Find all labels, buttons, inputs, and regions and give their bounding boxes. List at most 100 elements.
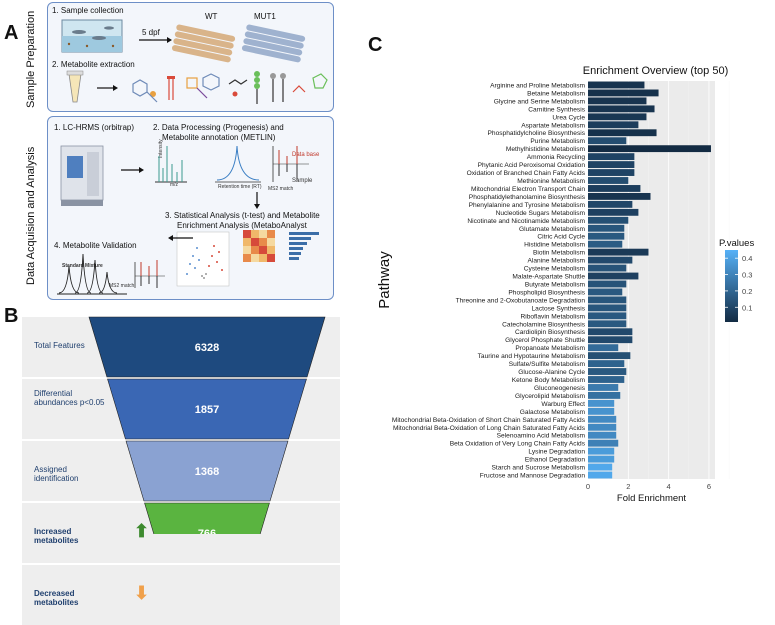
chart-bar [588,208,639,216]
chart-bar [588,264,627,272]
arrow-right-icon-2 [97,85,118,91]
validation-chromatogram-icon [57,253,127,295]
molecule-icons [132,71,328,104]
category-label: Warburg Effect [541,401,585,408]
category-label: Phenylalanine and Tyrosine Metabolism [469,202,586,209]
panel-c-letter: C [368,34,383,56]
y-axis-label: Pathway [376,251,393,309]
chart-bar [588,447,615,455]
category-label: Cardiolipin Biosynthesis [515,329,586,336]
x-axis-label: Fold Enrichment [617,493,687,504]
chart-bar [588,431,617,439]
category-label: Ethanol Degradation [525,457,585,464]
mut-label: MUT1 [254,12,276,21]
lc-label: 1. LC-HRMS (orbitrap) [54,123,135,132]
category-label: Glycerol Phosphate Shuttle [505,337,585,344]
category-label: Lactose Synthesis [531,305,585,312]
category-label: Ketone Body Metabolism [512,377,586,384]
heatmap-icon [243,230,275,262]
chart-bar [588,439,619,447]
chart-bar [588,256,633,264]
stat-label-1: 3. Statistical Analysis (t-test) and Met… [165,211,320,220]
enrichment-bars-icon [289,232,319,260]
category-label: Phospholipid Biosynthesis [508,289,585,296]
funnel-value: 6328 [195,342,219,354]
category-label: Selenoamino Acid Metabolism [497,433,586,440]
category-label: Ammonia Recycling [527,154,586,161]
proc-label-2: Metabolite annotation (METLIN) [162,133,276,142]
funnel-chart: 632818571368766603 [88,316,326,534]
wt-larvae-icon [171,24,236,63]
chart-bar [588,423,617,431]
chart-bar [588,129,657,137]
chart-bar [588,312,627,320]
stat-label-2: Enrichment Analysis (MetaboAnalyst [177,221,307,230]
category-label: Nicotinate and Nicotinamide Metabolism [467,218,585,225]
chart-bar [588,272,639,280]
chart-bar [588,384,619,391]
mut-larvae-icon [241,24,306,63]
tube-icon [66,70,84,103]
chart-bar [588,161,635,169]
chromatogram-icon [215,145,261,183]
chart-bar [588,407,615,415]
legend-tick-label: 0.4 [742,254,752,263]
mass-spec-icon [60,145,104,206]
chart-bar [588,344,619,352]
chart-bar [588,113,647,121]
funnel-segment [107,378,307,440]
category-label: Betaine Metabolism [527,90,585,97]
arrow-left-icon [168,235,193,241]
category-label: Oxidation of Branched Chain Fatty Acids [467,170,586,177]
category-label: Riboflavin Metabolism [521,313,586,320]
category-label: Purine Metabolism [530,138,585,145]
funnel-value: 1368 [195,466,219,478]
sample-prep-illustrations [61,19,328,104]
chart-bar [588,105,655,113]
category-label: Urea Cycle [552,114,585,121]
x-tick-label: 6 [707,482,711,491]
category-label: Taurine and Hypotaurine Metabolism [478,353,586,360]
category-label: Glycerolipid Metabolism [515,393,585,400]
step1-label: 1. Sample collection [52,6,124,15]
data-analysis-illustrations [57,145,319,295]
legend-colorbar [725,250,738,322]
wt-label: WT [205,12,218,21]
legend-title: P.values [719,238,754,249]
category-label: Glutamate Metabolism [519,226,585,233]
chart-bar [588,455,615,463]
chart-bar [588,463,613,471]
rt-label: Retention time (RT) [218,184,262,190]
category-label: Butyrate Metabolism [525,281,586,288]
chart-bar [588,415,617,423]
arrow-down-icon: ⬇ [134,583,150,603]
legend-tick-label: 0.2 [742,287,752,296]
chart-bar [588,121,639,129]
category-label: Methylhistidine Metabolism [506,146,586,153]
arrow-right-icon-3 [121,167,144,173]
category-label: Biotin Metabolism [533,250,586,257]
category-label: Cysteine Metabolism [524,266,586,273]
category-label: Catecholamine Biosynthesis [502,321,586,328]
category-label: Starch and Sucrose Metabolism [492,465,586,472]
proc-label-1: 2. Data Processing (Progenesis) and [153,123,284,132]
chart-bar [588,296,627,304]
x-tick-label: 4 [667,482,671,491]
legend-tick-label: 0.1 [742,303,752,312]
category-label: Sulfate/Sulfite Metabolism [509,361,586,368]
chart-bar [588,368,627,375]
category-label: Galactose Metabolism [520,409,586,416]
chart-bar [588,89,659,97]
funnel-value: 766 [198,528,216,534]
category-label: Glucose-Alanine Cycle [518,369,585,376]
funnel-row-label: Assigned identification [34,465,79,483]
chart-bar [588,304,627,312]
category-label: Phosphatidylethanolamine Biosynthesis [469,194,586,201]
dpf-label: 5 dpf [142,28,160,37]
funnel-segment [125,440,289,502]
category-label: Glycine and Serine Metabolism [494,98,586,105]
fish-tank-icon [61,19,123,53]
funnel-row-label: Decreased metabolites [34,589,79,607]
category-label: Phytanic Acid Peroxisomal Oxidation [478,162,586,169]
funnel-row-label: Differential abundances p<0.05 [34,389,105,407]
